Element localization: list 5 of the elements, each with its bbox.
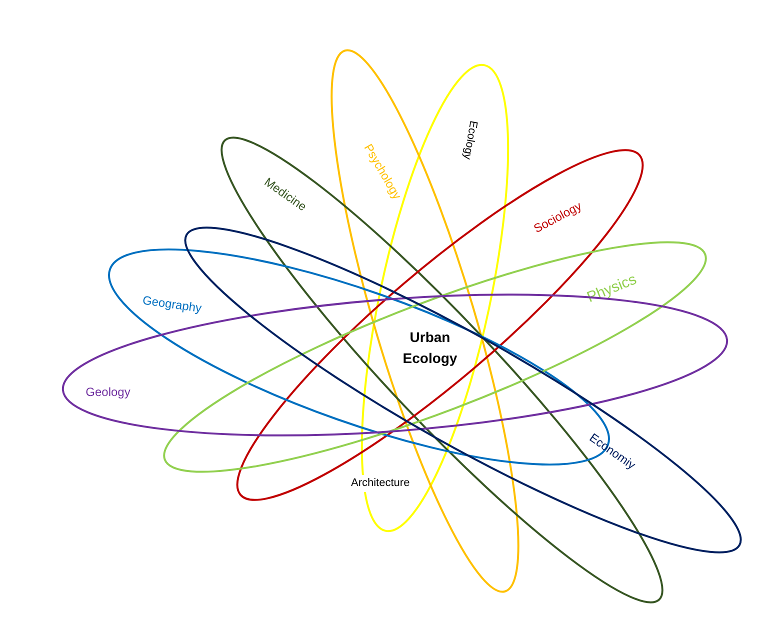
center-title: Urban Ecology [402,328,458,368]
discipline-label: Geography [142,293,202,316]
discipline-label: Physics [584,270,639,306]
discipline-label: Ecology [460,120,480,160]
discipline-label: Geology [86,385,130,400]
